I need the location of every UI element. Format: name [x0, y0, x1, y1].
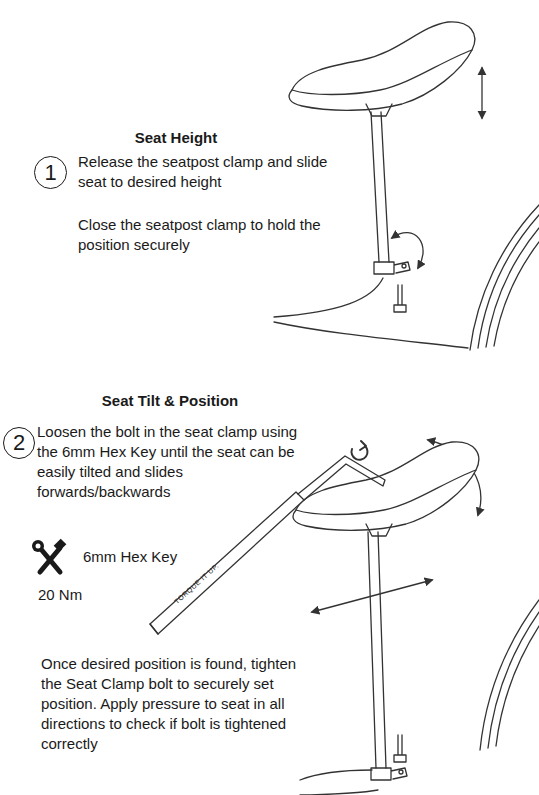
section-heading: Seat Tilt & Position	[70, 391, 270, 411]
section-heading: Seat Height	[96, 128, 256, 148]
wheel	[480, 600, 539, 750]
saddle	[289, 22, 475, 116]
step-number-text: 2	[13, 432, 25, 454]
seatpost-clamp	[371, 768, 407, 780]
tool-icon	[40, 548, 60, 572]
wheel	[470, 205, 539, 350]
instruction-text: Close the seatpost clamp to hold the pos…	[78, 215, 340, 255]
seatpost	[371, 112, 389, 262]
hex-key	[150, 456, 385, 634]
release-arrow	[392, 233, 423, 268]
step-number: 1	[34, 156, 67, 189]
rotate-icon	[351, 446, 367, 460]
saddle	[293, 442, 479, 536]
step-number: 2	[3, 427, 35, 459]
frame	[300, 770, 378, 795]
seatpost	[368, 532, 386, 768]
valve	[394, 735, 406, 762]
instruction-text: 20 Nm	[38, 585, 118, 605]
seatpost-clamp	[374, 262, 410, 274]
frame	[274, 278, 468, 348]
instruction-text: 6mm Hex Key	[83, 547, 223, 567]
instruction-text: Once desired position is found, tighten …	[41, 654, 303, 754]
step-number-text: 1	[44, 162, 56, 184]
tool-marking: TORQUE IT UP.	[173, 562, 221, 606]
height-arrow	[481, 68, 482, 118]
instruction-text: Release the seatpost clamp and slide sea…	[78, 152, 340, 192]
tool-icon	[32, 539, 66, 552]
valve	[394, 285, 406, 312]
slide-arrow	[312, 580, 432, 612]
instruction-text: Loosen the bolt in the seat clamp using …	[37, 422, 307, 502]
